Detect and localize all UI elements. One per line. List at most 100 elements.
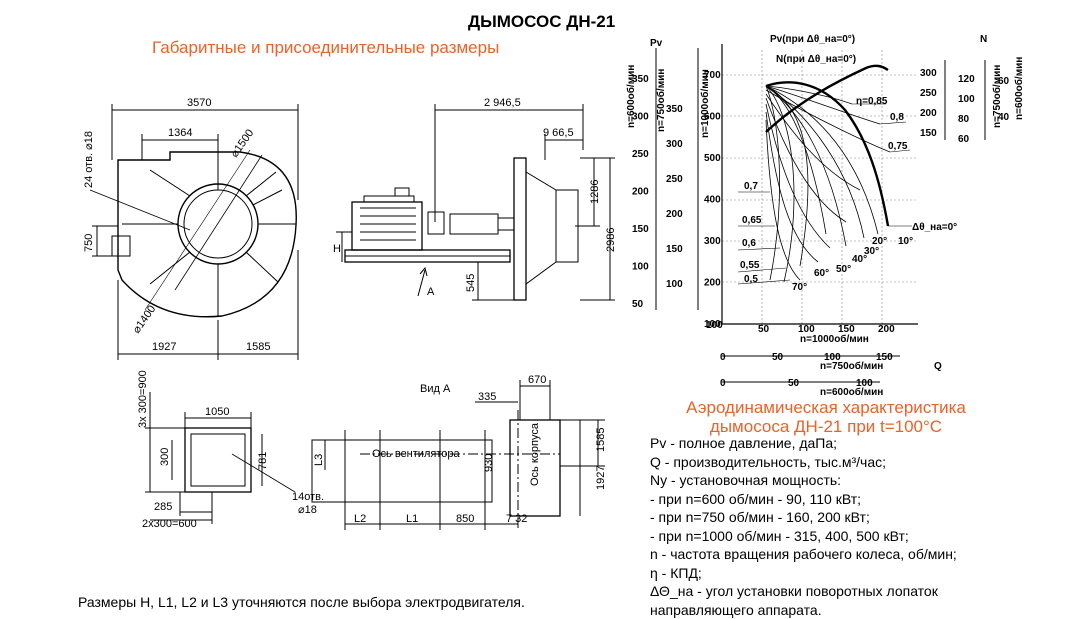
dim-h: H — [333, 243, 341, 255]
pv-tick-n750: 100 — [666, 279, 683, 290]
dim-285: 285 — [154, 501, 172, 513]
pv-tick-n600: 200 — [632, 187, 649, 198]
q-tick-n750: 150 — [876, 352, 893, 363]
dim-24-holes: 24 отв. ⌀18 — [83, 131, 95, 188]
pv-tick-n600: 250 — [632, 149, 649, 160]
q-tick-n750: 100 — [824, 352, 841, 363]
dim-300: 300 — [159, 448, 171, 466]
pv-tick-n750: 350 — [666, 104, 683, 115]
n-tick-n750: 120 — [958, 74, 975, 85]
pv-curve-label: Pv(при Δθ_на=0°) — [770, 34, 855, 45]
dim-2946: 2 946,5 — [484, 97, 521, 109]
dim-1050: 1050 — [205, 406, 229, 418]
pv-tick-n1000: 700 — [704, 70, 721, 81]
q-tick-n1000: 150 — [838, 324, 855, 335]
dim-930: 930 — [483, 454, 495, 472]
footnote: Размеры H, L1, L2 и L3 уточняются после … — [78, 594, 525, 610]
q-axis-title: Q — [934, 361, 942, 372]
view-arrow-a: A — [427, 286, 435, 298]
legend-line: - при n=600 об/мин - 90, 110 кВт; — [650, 490, 957, 509]
angle-label-0: Δθ_на=0° — [912, 222, 957, 233]
dim-966: 9 66,5 — [543, 127, 574, 139]
dim-d18: ⌀18 — [298, 504, 317, 516]
legend-line: - при n=750 об/мин - 160, 200 кВт; — [650, 508, 957, 527]
eff-label-085: η=0,85 — [856, 96, 888, 107]
dim-1927-a: 1927 — [595, 466, 607, 490]
n-tick-n600: 40 — [998, 112, 1010, 123]
legend-line: Pv - полное давление, даПа; — [650, 434, 957, 453]
pv-tick-origin: 100 — [706, 320, 723, 331]
dim-732: 7 32 — [506, 513, 527, 525]
dim-2x300: 2x300=600 — [142, 518, 197, 530]
view-a-label: Вид А — [420, 383, 451, 395]
n-tick-n750: 60 — [958, 134, 970, 145]
pv-tick-n750: 200 — [666, 209, 683, 220]
angle-label-70: 70° — [792, 282, 807, 293]
dim-l3: L3 — [313, 454, 325, 466]
n-axis-n600: n=600об/мин — [1013, 57, 1025, 120]
eff-label-065: 0,65 — [742, 215, 762, 226]
n-axis-title: N — [980, 34, 987, 45]
pv-tick-n750: 300 — [666, 139, 683, 150]
dim-2986: 2986 — [605, 228, 617, 252]
n-tick-n1000: 150 — [920, 128, 937, 139]
angle-label-60: 60° — [814, 268, 829, 279]
legend-line: Ny - установочная мощность: — [650, 471, 957, 490]
dim-l2: L2 — [354, 513, 366, 525]
eff-label-05: 0,5 — [744, 274, 758, 285]
q-tick-n600: 50 — [788, 378, 800, 389]
pv-tick-n600: 50 — [632, 299, 644, 310]
pv-tick-n600: 150 — [632, 224, 649, 235]
legend-line: - при n=1000 об/мин - 315, 400, 500 кВт; — [650, 527, 957, 546]
n-tick-n750: 100 — [958, 94, 975, 105]
pv-tick-n1000: 600 — [704, 112, 721, 123]
pv-tick-n600: 300 — [632, 112, 649, 123]
pv-tick-n750: 250 — [666, 174, 683, 185]
q-tick-n1000: 100 — [798, 324, 815, 335]
dim-1286: 1286 — [589, 180, 601, 204]
dim-781: 781 — [257, 452, 269, 470]
dim-1585-a: 1585 — [595, 428, 607, 452]
pv-tick-n600: 100 — [632, 262, 649, 273]
dim-545: 545 — [465, 274, 477, 292]
dim-3570: 3570 — [187, 97, 211, 109]
dim-d1400: ⌀1400 — [131, 303, 159, 335]
eff-label-07: 0,7 — [744, 181, 758, 192]
n-curve-label: N(при Δθ_на=0°) — [776, 54, 856, 65]
fan-axis-label: Ось вентилятора — [372, 448, 460, 460]
dim-750: 750 — [83, 234, 95, 252]
legend-line: Q - производительность, тыс.м³/час; — [650, 453, 957, 472]
front-view — [90, 104, 298, 360]
pv-axis-title: Pv — [650, 38, 663, 49]
dim-3x300: 3x 300=900 — [137, 370, 149, 428]
dim-335: 335 — [478, 391, 496, 403]
q-axis-n600-label: n=600об/мин — [820, 386, 883, 398]
legend: Pv - полное давление, даПа; Q - производ… — [650, 434, 957, 619]
dim-1585: 1585 — [246, 341, 270, 353]
pv-tick-n1000: 400 — [704, 195, 721, 206]
pv-tick-n1000: 300 — [704, 236, 721, 247]
n-tick-n600: 60 — [998, 76, 1010, 87]
legend-line: ΔΘ_на - угол установки поворотных лопато… — [650, 582, 957, 601]
n-tick-n1000: 300 — [920, 68, 937, 79]
pv-tick-n600: 350 — [632, 74, 649, 85]
n-tick-n750: 80 — [958, 114, 970, 125]
eff-label-06: 0,6 — [742, 238, 756, 249]
casing-axis-label: Ось корпуса — [529, 422, 541, 486]
pv-tick-n750: 150 — [666, 244, 683, 255]
pv-tick-n1000: 200 — [704, 278, 721, 289]
eff-label-08: 0,8 — [890, 112, 904, 123]
angle-label-40: 40° — [852, 254, 867, 265]
pv-tick-n1000: 500 — [704, 153, 721, 164]
dim-l1: L1 — [406, 513, 418, 525]
dim-14-holes: 14отв. — [292, 491, 324, 503]
dim-670: 670 — [528, 374, 546, 386]
q-tick-n600: 100 — [856, 378, 873, 389]
q-tick-n750: 50 — [772, 352, 784, 363]
q-tick-n1000: 50 — [758, 324, 770, 335]
angle-label-50: 50° — [836, 264, 851, 275]
angle-label-10: 10° — [898, 236, 913, 247]
dim-850: 850 — [456, 513, 474, 525]
aero-chart-title: Аэродинамическая характеристика дымососа… — [676, 398, 976, 436]
legend-line: направляющего аппарата. — [650, 601, 957, 619]
